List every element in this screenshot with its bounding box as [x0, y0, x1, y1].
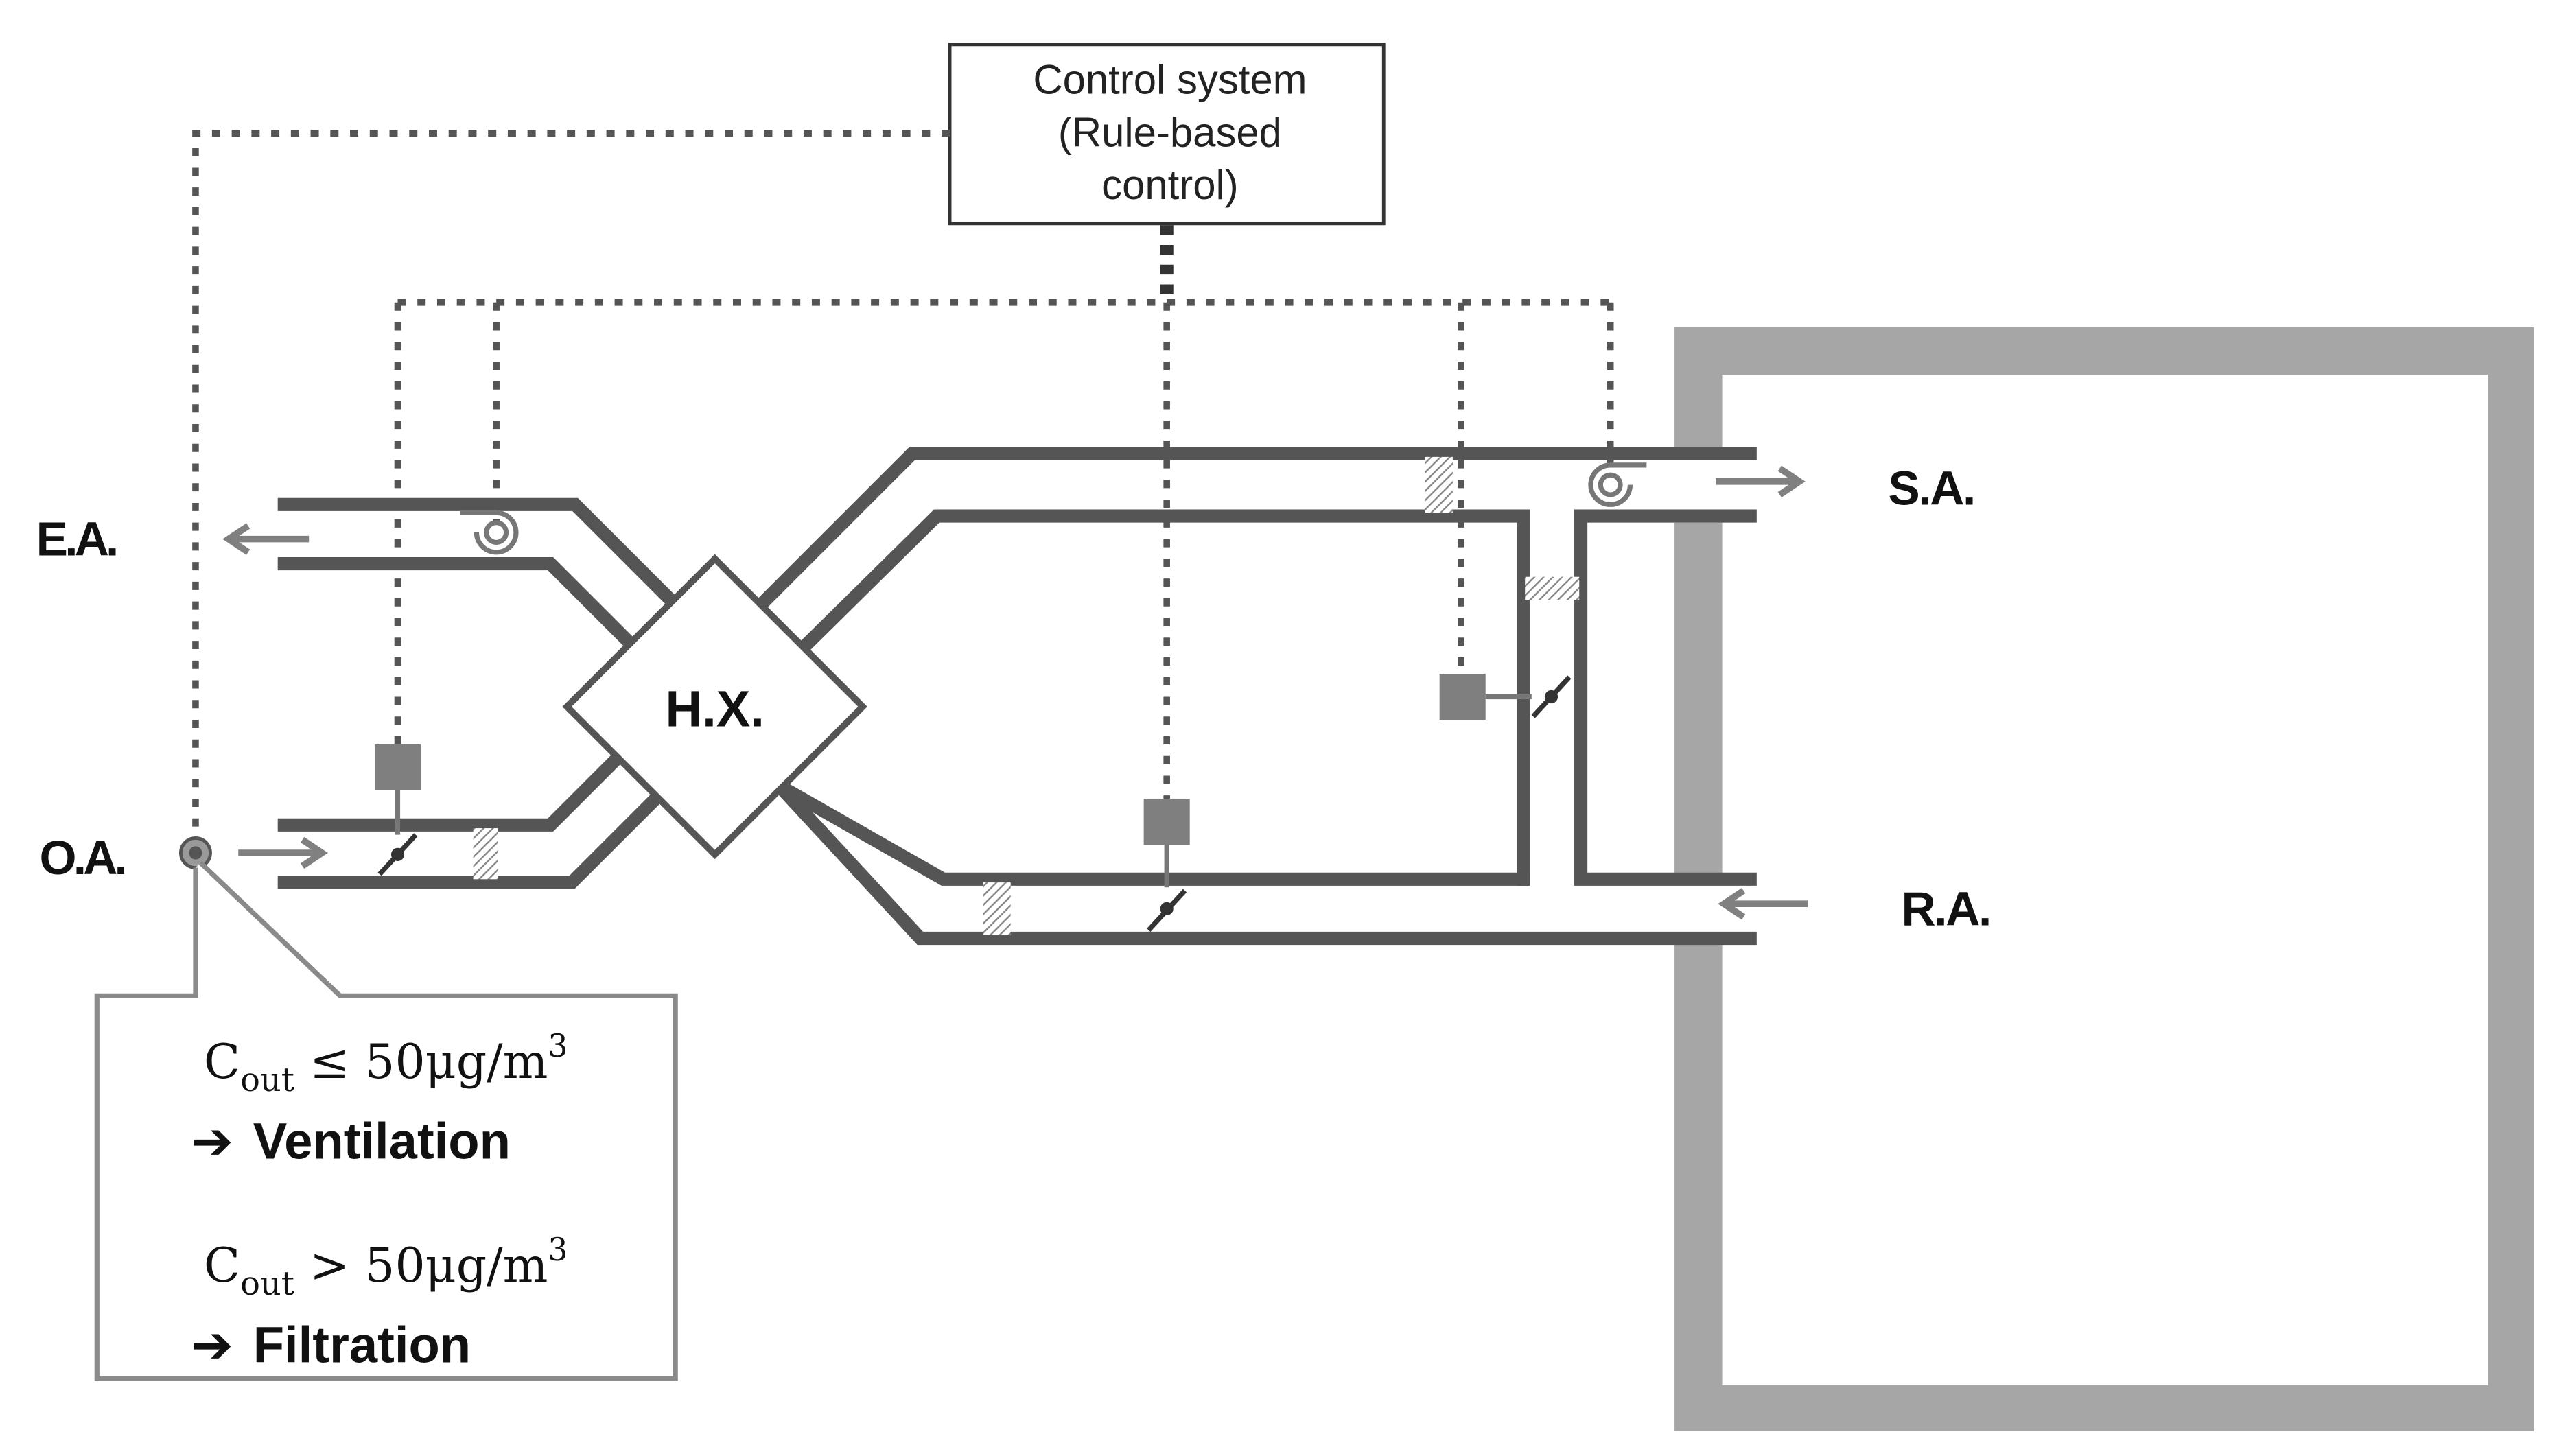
exhaust-air-label: E.A. [36, 513, 116, 566]
action-ventilation: ➔Ventilation [191, 1112, 511, 1169]
actuator-icon [374, 744, 421, 790]
sensor-icon [179, 836, 212, 869]
rule-callout: Cout ≤ 50μg/m3 ➔Ventilation Cout > 50μg/… [94, 860, 678, 1381]
supply-air-label: S.A. [1888, 461, 1974, 515]
filter-icon [473, 828, 498, 880]
filter-icon [982, 882, 1011, 935]
heat-exchanger-label: H.X. [665, 681, 764, 738]
action-filtration: ➔Filtration [191, 1316, 471, 1373]
exhaust-fan-icon [460, 510, 519, 555]
condition-filtration: Cout > 50μg/m3 [204, 1232, 568, 1303]
filters [473, 456, 1580, 935]
actuators-and-dampers [374, 673, 1572, 932]
control-system-line-1: Control system [1033, 57, 1307, 103]
filter-icon [1425, 456, 1453, 513]
heat-exchanger: H.X. [562, 554, 867, 860]
arrow-icon [222, 523, 310, 555]
port-labels: E.A. O.A. S.A. R.A. [36, 461, 1992, 935]
actuator-icon [1439, 673, 1486, 720]
right-arrow-icon: ➔ [191, 1316, 233, 1373]
control-signal-lines [192, 130, 1614, 853]
arrow-icon [238, 836, 328, 869]
control-system-line-2: (Rule-based [1058, 109, 1282, 155]
outdoor-air-label: O.A. [39, 831, 124, 884]
condition-ventilation: Cout ≤ 50μg/m3 [204, 1028, 568, 1099]
right-arrow-icon: ➔ [191, 1112, 233, 1169]
room-walls [1674, 327, 2534, 1431]
control-system-box: Control system (Rule-based control) [948, 43, 1386, 226]
flow-arrows [222, 465, 1808, 920]
control-system-line-3: control) [1101, 162, 1239, 208]
arrow-icon [1715, 465, 1806, 497]
actuator-icon [1143, 798, 1190, 845]
filter-icon [1525, 576, 1580, 600]
return-air-label: R.A. [1902, 882, 1990, 935]
supply-fan-icon [1588, 462, 1647, 507]
arrow-icon [1718, 888, 1808, 920]
